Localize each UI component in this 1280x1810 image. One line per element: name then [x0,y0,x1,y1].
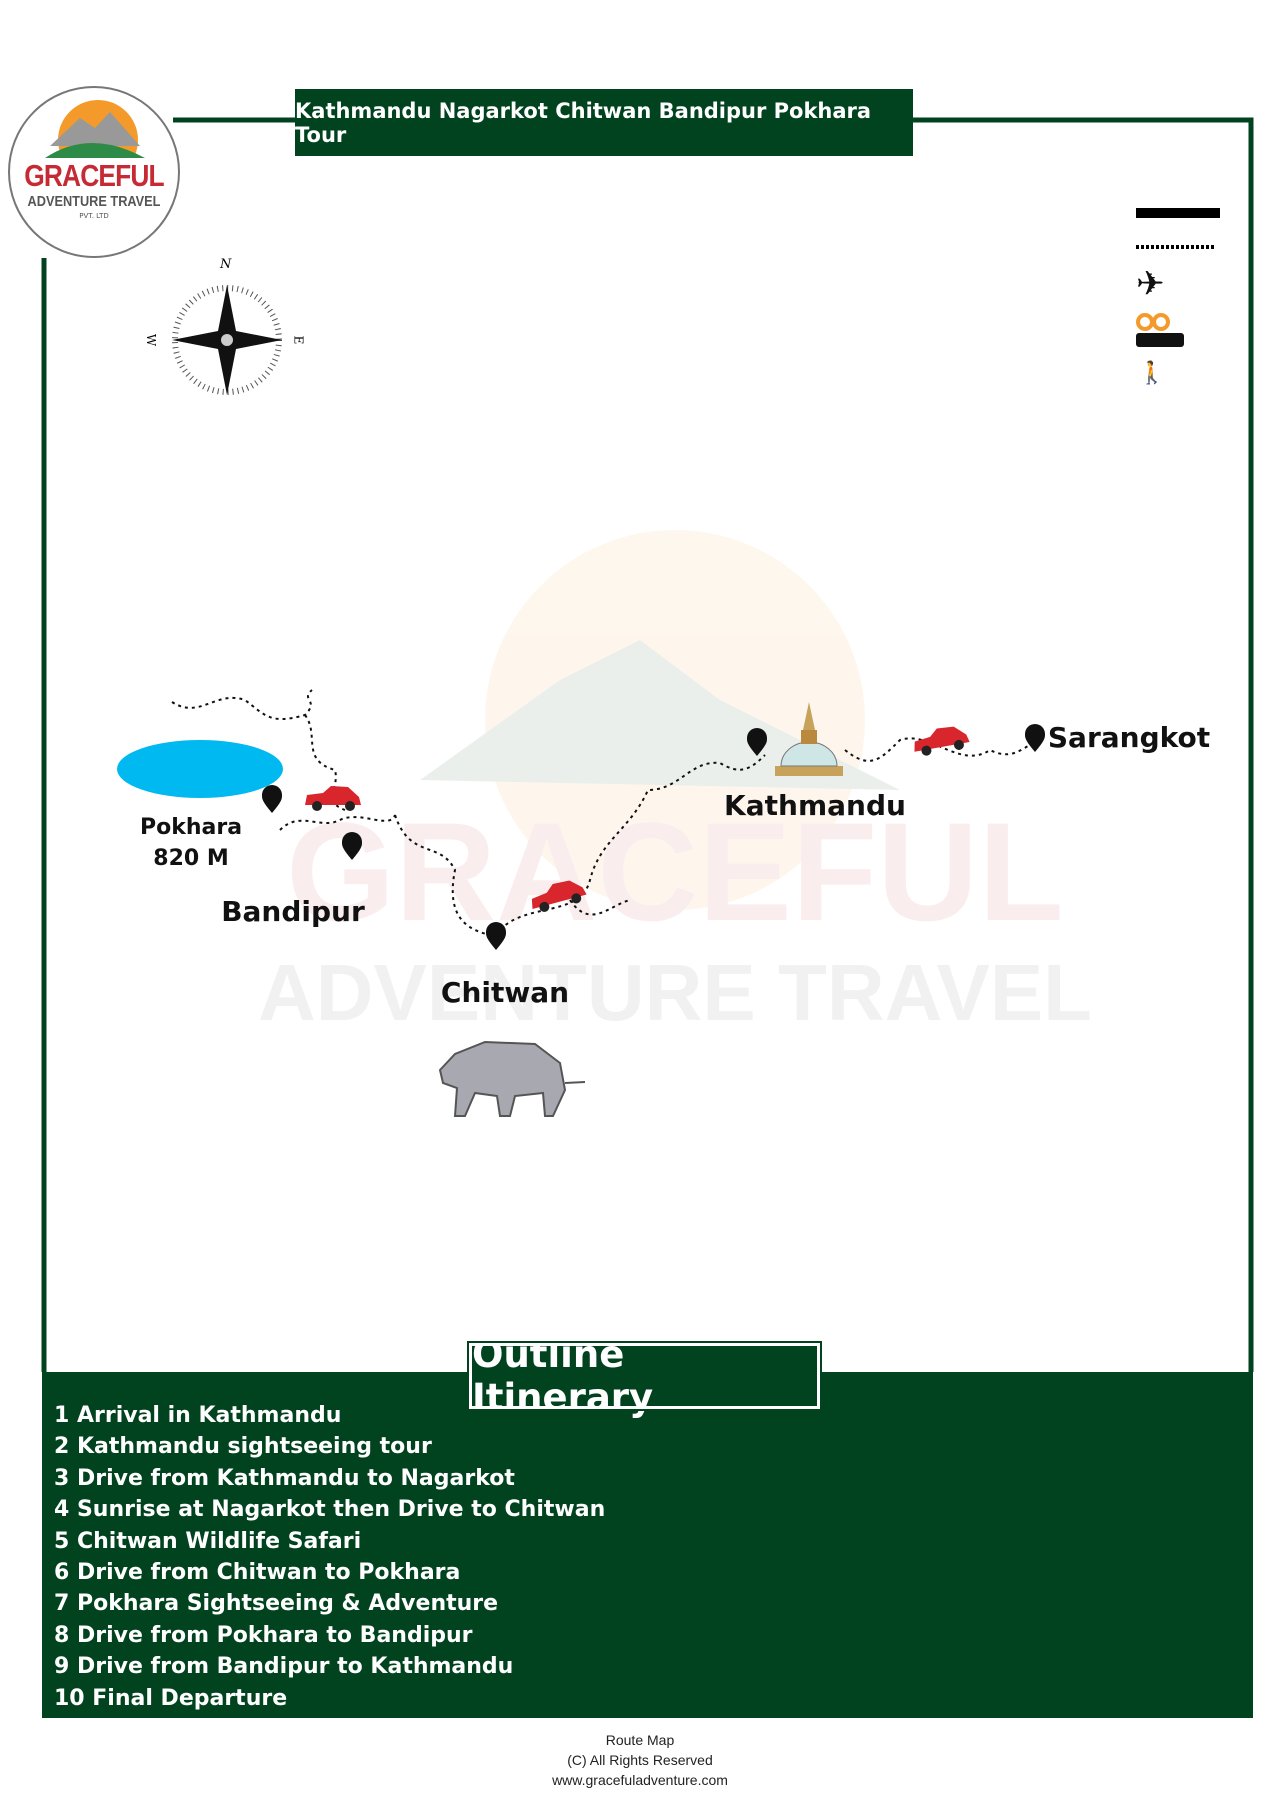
footer-title: Route Map [605,1732,675,1748]
road-line [1136,208,1220,218]
watermark: GRACEFUL ADVENTURE TRAVEL [258,530,1092,1037]
itinerary-heading: Outline Itinerary [467,1333,822,1419]
itinerary-panel [42,1372,1253,1718]
car-icons [305,726,970,912]
place-bandipur: Bandipur [221,895,365,928]
list-item: 10 Final Departure [54,1685,288,1711]
list-item: 6 Drive from Chitwan to Pokhara [54,1560,461,1586]
place-pokhara: Pokhara [139,815,243,840]
page-title: Kathmandu Nagarkot Chitwan Bandipur Pokh… [295,89,913,156]
logo-mountain-icon [45,100,145,158]
svg-text:ADVENTURE TRAVEL: ADVENTURE TRAVEL [258,948,1092,1037]
rhino-icon [438,1040,586,1117]
list-item: 4 Sunrise at Nagarkot then Drive to Chit… [54,1497,606,1523]
list-item: 7 Pokhara Sightseeing & Adventure [54,1591,499,1617]
stupa-icon [775,702,843,776]
footer-copyright: (C) All Rights Reserved [567,1752,713,1768]
pokhara-altitude: 820 M [153,846,229,871]
list-item: 1 Arrival in Kathmandu [54,1403,342,1428]
logo-pvt: PVT. LTD [79,212,109,220]
pin-chitwan [486,922,506,950]
frame [41,117,1254,1372]
hiker-icon: 🚶 [1138,360,1165,386]
list-item: 5 Chitwan Wildlife Safari [54,1528,362,1554]
legend: ✈ 🚶 [1136,208,1220,386]
footer-website: www.gracefuladventure.com [552,1772,728,1788]
car-icon [914,726,970,756]
binoculars-icon [1136,313,1170,331]
list-item: 3 Drive from Kathmandu to Nagarkot [54,1465,515,1491]
logo-subtitle: ADVENTURE TRAVEL [27,193,161,210]
itinerary-list: 1 Arrival in Kathmandu 2 Kathmandu sight… [54,1400,605,1714]
list-item: 8 Drive from Pokhara to Bandipur [54,1622,473,1648]
pin-pokhara [262,785,282,813]
footer: Route Map (C) All Rights Reserved www.gr… [0,1730,1280,1790]
compass-west: W [144,333,159,347]
logo-name: GRACEFUL [24,158,164,193]
car-icon [305,786,361,811]
lake-icon [117,740,283,798]
company-logo: GRACEFUL ADVENTURE TRAVEL PVT. LTD [8,86,180,258]
pin-sarangkot [1025,724,1045,752]
bus-icon [1136,333,1184,347]
pin-bandipur [342,832,362,860]
plane-icon: ✈ [1136,264,1165,304]
place-sarangkot: Sarangkot [1047,721,1211,754]
compass-icon [172,285,282,395]
car-icon [531,880,587,912]
pin-kathmandu [747,728,767,756]
list-item: 2 Kathmandu sightseeing tour [54,1434,432,1460]
svg-text:GRACEFUL: GRACEFUL [286,793,1064,950]
place-kathmandu: Kathmandu [724,789,906,822]
compass-north: N [220,257,232,272]
list-item: 9 Drive from Bandipur to Kathmandu [54,1654,514,1680]
compass-east: E [291,335,306,345]
place-chitwan: Chitwan [440,976,570,1009]
location-pins [262,724,1045,950]
